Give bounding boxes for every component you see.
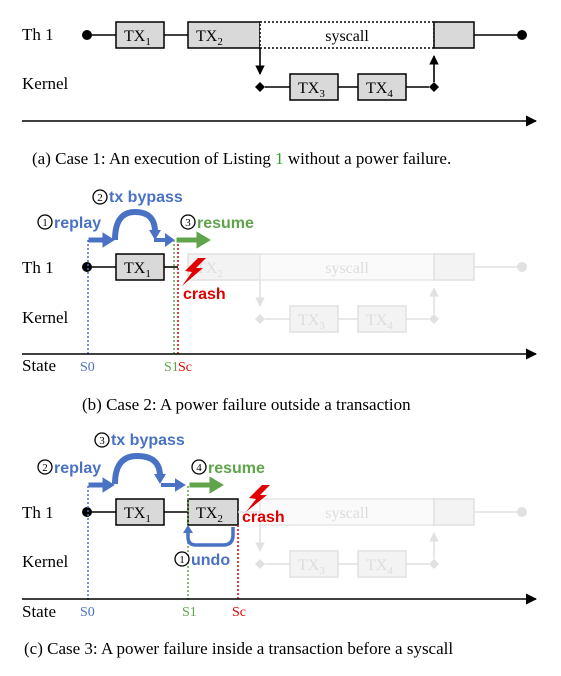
tx4-box [357,73,407,101]
svg-text:syscall: syscall [325,505,369,522]
svg-text:TX1: TX1 [124,260,151,280]
kernel-label: Kernel [22,74,69,93]
tx-bypass-label: tx bypass [111,432,185,449]
sc-label: Sc [232,605,246,620]
tx2-box [187,498,239,526]
tx-bypass-label: tx bypass [109,189,183,206]
s1-label: S1 [164,360,179,375]
bypass-arc [112,208,158,241]
svg-text:4: 4 [196,462,202,474]
svg-text:2: 2 [97,192,103,204]
svg-text:TX2: TX2 [196,505,223,525]
undo-label: undo [191,552,230,569]
resume-label: resume [197,215,254,232]
case2-caption: (b) Case 2: A power failure outside a tr… [82,395,411,414]
svg-text:TX3: TX3 [298,557,325,577]
syscall-label: syscall [325,28,369,45]
s0-label: S0 [80,605,95,620]
th1-label: Th 1 [22,258,54,277]
svg-text:3: 3 [99,435,105,447]
svg-text:TX4: TX4 [366,312,393,332]
crash-bolt-icon [182,258,206,286]
svg-text:TX2: TX2 [196,260,223,280]
tx1-box [115,498,165,526]
svg-text:syscall: syscall [325,260,369,277]
svg-text:1: 1 [42,217,48,229]
case3-caption: (c) Case 3: A power failure inside a tra… [24,639,453,658]
sc-label: Sc [178,360,192,375]
replay-label: replay [54,215,101,232]
tx-tail-box [433,21,475,49]
thread-end-dot [517,30,527,40]
syscall-region [259,21,435,49]
crash-label: crash [183,286,226,303]
case2-panel: Th 1 Kernel State TX2 syscall TX3 TX4 TX… [22,189,538,414]
crash-bolt-icon [246,485,270,512]
svg-text:TX4: TX4 [366,557,393,577]
tx3-label: TX3 [298,80,325,100]
svg-text:2: 2 [42,462,48,474]
state-label: State [22,356,56,375]
crash-label: crash [242,509,285,526]
s0-label: S0 [80,360,95,375]
case1-caption: (a) Case 1: An execution of Listing 1 wi… [32,149,451,168]
svg-text:TX1: TX1 [124,505,151,525]
th1-label: Th 1 [22,503,54,522]
s1-label: S1 [182,605,197,620]
resume-label: resume [208,460,265,477]
tx2-label: TX2 [196,28,223,48]
svg-text:1: 1 [179,554,185,566]
case3-panel: Th 1 Kernel State syscall TX3 TX4 TX1 TX… [22,432,538,658]
svg-text:3: 3 [185,217,191,229]
th1-label: Th 1 [22,25,54,44]
tx3-box [289,73,339,101]
bypass-arc [112,452,163,485]
state-label: State [22,602,56,621]
tx1-label: TX1 [124,28,151,48]
kernel-label: Kernel [22,308,69,327]
svg-text:TX3: TX3 [298,312,325,332]
case1-panel: Th 1 Kernel TX1 TX2 syscall TX3 TX4 (a) … [22,21,538,168]
kernel-label: Kernel [22,552,69,571]
undo-loop [186,527,235,547]
tx4-label: TX4 [366,80,393,100]
replay-label: replay [54,460,101,477]
